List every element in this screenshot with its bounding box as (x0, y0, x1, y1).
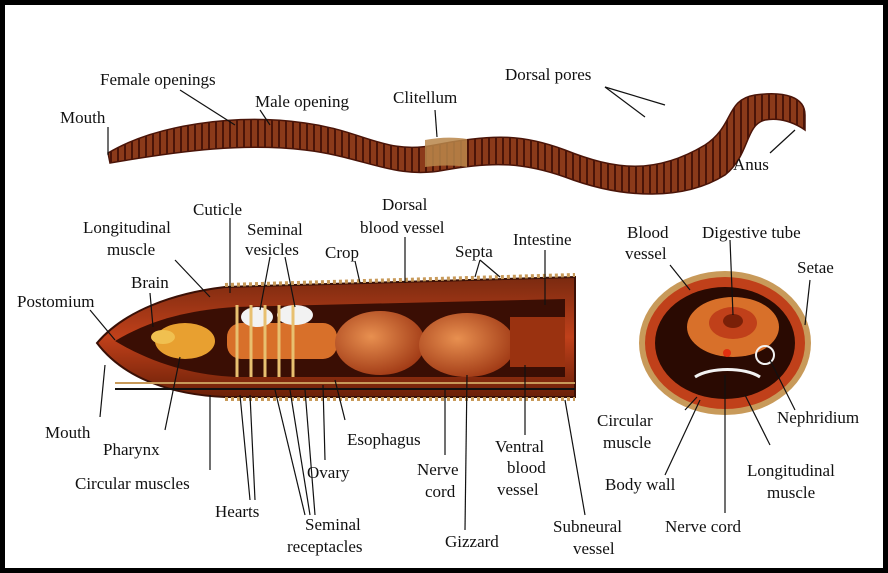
label-longitudinal-muscle-1: Longitudinal (83, 218, 171, 237)
longitudinal-section (97, 275, 575, 399)
label-anus: Anus (733, 155, 769, 174)
label-body-wall: Body wall (605, 475, 676, 494)
label-postomium: Postomium (17, 292, 94, 311)
label-dorsal-blood-vessel-2: blood vessel (360, 218, 445, 237)
label-nerve-cord-cs: Nerve cord (665, 517, 741, 536)
label-ovary: Ovary (307, 463, 350, 482)
label-hearts: Hearts (215, 502, 259, 521)
label-male-opening: Male opening (255, 92, 349, 111)
label-blood-vessel-1: Blood (627, 223, 669, 242)
label-longitudinal-muscle-cs-1: Longitudinal (747, 461, 835, 480)
label-mouth-bottom: Mouth (45, 423, 91, 442)
label-seminal-receptacles-1: Seminal (305, 515, 361, 534)
label-digestive-tube: Digestive tube (702, 223, 801, 242)
label-intestine: Intestine (513, 230, 572, 249)
label-ventral-blood-vessel-1: Ventral (495, 437, 544, 456)
label-longitudinal-muscle-2: muscle (107, 240, 155, 259)
label-longitudinal-muscle-cs-2: muscle (767, 483, 815, 502)
brain-organ (151, 330, 175, 344)
label-nerve-cord-1: Nerve (417, 460, 459, 479)
label-ventral-blood-vessel-3: vessel (497, 480, 539, 499)
clitellum-band (425, 138, 467, 167)
esophagus-organ (227, 323, 337, 359)
whole-earthworm (108, 94, 805, 194)
label-pharynx: Pharynx (103, 440, 160, 459)
label-setae: Setae (797, 258, 834, 277)
label-nerve-cord-2: cord (425, 482, 456, 501)
label-circular-muscle-2: muscle (603, 433, 651, 452)
label-crop: Crop (325, 243, 359, 262)
label-cuticle: Cuticle (193, 200, 242, 219)
label-subneural-vessel-2: vessel (573, 539, 615, 558)
label-dorsal-pores: Dorsal pores (505, 65, 591, 84)
label-circular-muscles: Circular muscles (75, 474, 190, 493)
label-female-openings: Female openings (100, 70, 216, 89)
seminal-vesicle-1 (241, 307, 273, 327)
label-circular-muscle-1: Circular (597, 411, 653, 430)
gizzard-organ (419, 313, 515, 377)
label-seminal-receptacles-2: receptacles (287, 537, 363, 556)
crop-organ (335, 311, 425, 375)
label-gizzard: Gizzard (445, 532, 499, 551)
label-brain: Brain (131, 273, 169, 292)
intestine-organ (510, 317, 565, 367)
label-esophagus: Esophagus (347, 430, 421, 449)
seminal-vesicle-2 (277, 305, 313, 325)
label-seminal-vesicles-1: Seminal (247, 220, 303, 239)
label-mouth-top: Mouth (60, 108, 106, 127)
label-ventral-blood-vessel-2: blood (507, 458, 546, 477)
label-blood-vessel-2: vessel (625, 244, 667, 263)
label-clitellum: Clitellum (393, 88, 457, 107)
label-subneural-vessel-1: Subneural (553, 517, 622, 536)
label-seminal-vesicles-2: vesicles (245, 240, 299, 259)
earthworm-diagram: Female openings Male opening Mouth Clite… (5, 5, 883, 568)
label-dorsal-blood-vessel-1: Dorsal (382, 195, 428, 214)
label-nephridium: Nephridium (777, 408, 859, 427)
label-septa: Septa (455, 242, 493, 261)
